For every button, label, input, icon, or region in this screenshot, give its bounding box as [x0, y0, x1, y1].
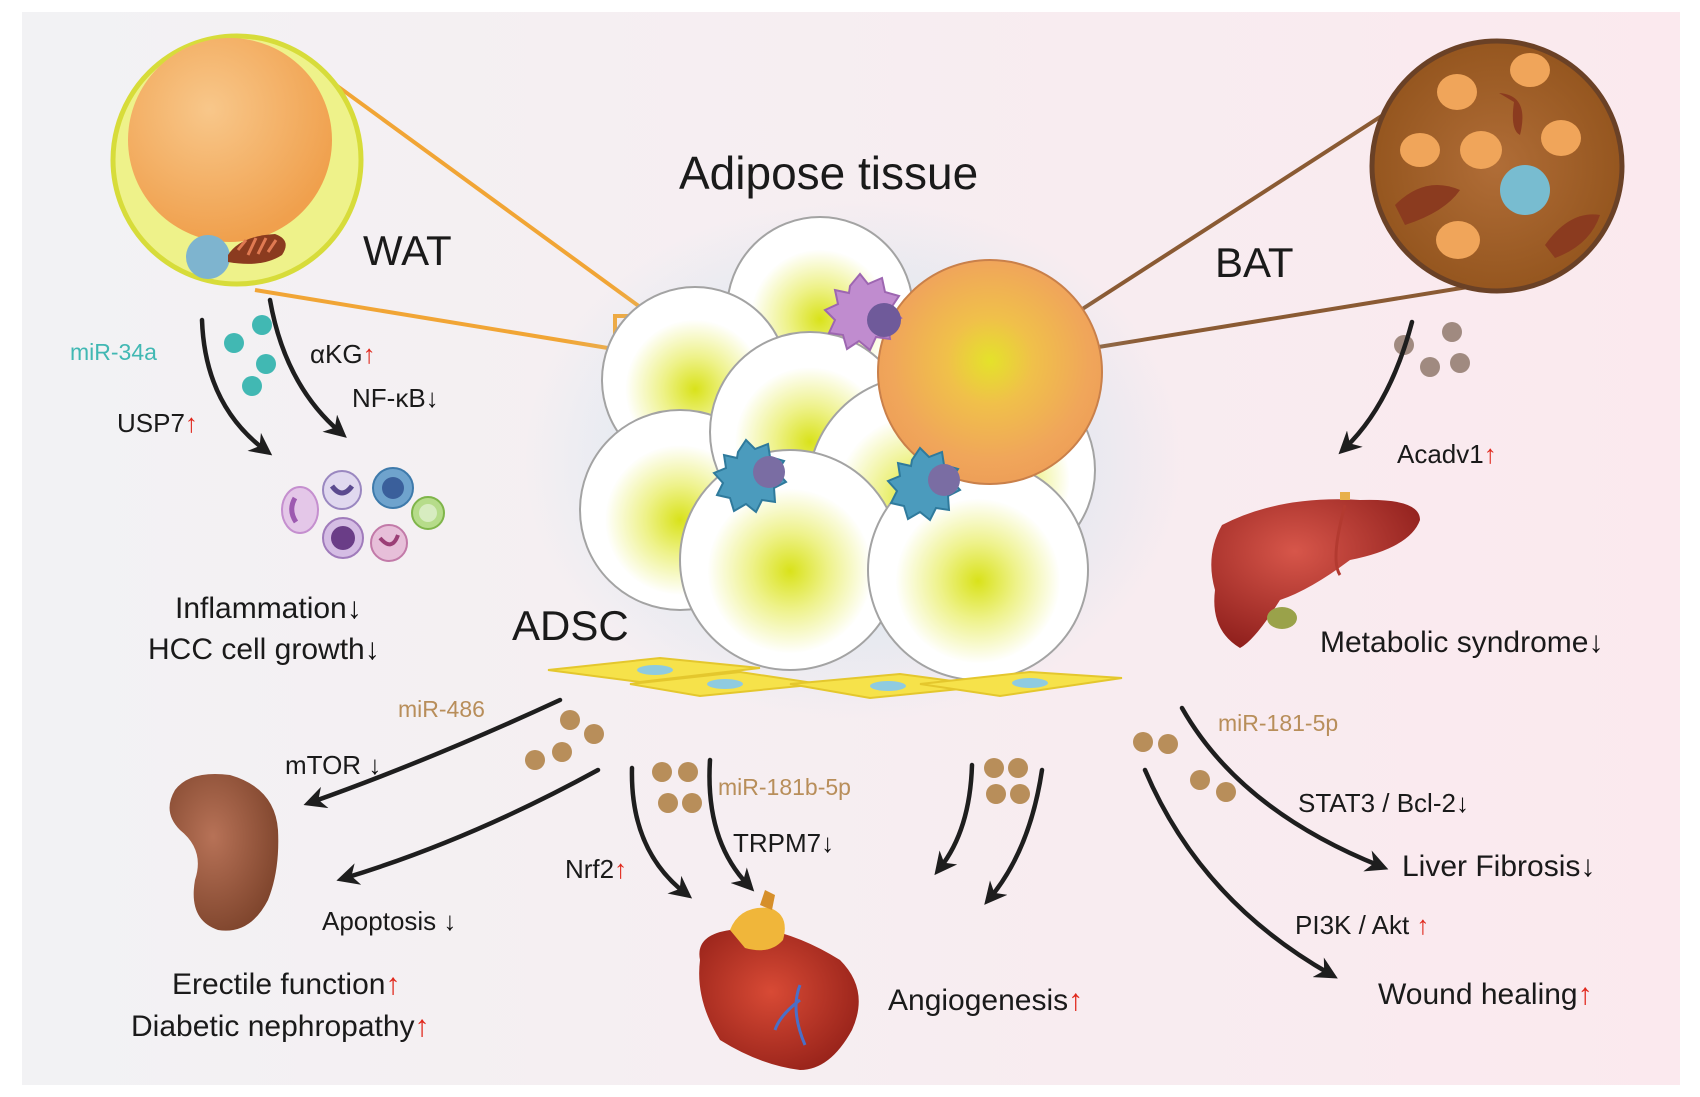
adsc-cells: [547, 656, 1123, 700]
up-arrow-icon: ↑: [1068, 984, 1084, 1017]
pi3k-akt-label: PI3K / Akt ↑: [1295, 910, 1430, 940]
mir-486-label: miR-486: [398, 696, 485, 722]
up-arrow-icon: ↑: [184, 408, 198, 438]
up-arrow-icon: ↑: [1483, 439, 1497, 469]
nfkb-label: NF-κB↓: [352, 383, 439, 413]
up-arrow-icon: ↑: [385, 968, 401, 1001]
up-arrow-icon: ↑: [362, 339, 376, 369]
immune-cell-purple: [823, 272, 903, 352]
apoptosis-label: Apoptosis ↓: [322, 906, 457, 936]
up-arrow-icon: ↑: [614, 854, 628, 884]
bat-label: BAT: [1215, 239, 1294, 286]
usp7-label: USP7↑: [117, 408, 198, 438]
adsc-label: ADSC: [512, 602, 629, 649]
heart-image: [699, 890, 859, 1070]
acadv1-label: Acadv1↑: [1397, 439, 1497, 469]
diagram-title: Adipose tissue: [679, 147, 979, 199]
wat-exosomes: [224, 315, 276, 396]
adsc-exosomes: [525, 710, 1236, 813]
bat-adipocyte: [1369, 38, 1625, 294]
erectile-function-label: Erectile function↑: [172, 968, 401, 1001]
stat3-bcl2-label: STAT3 / Bcl-2↓: [1298, 788, 1469, 818]
up-arrow-icon: ↑: [1577, 978, 1593, 1011]
immune-cell-teal-1: [712, 438, 788, 514]
wat-adipocyte: [110, 33, 364, 287]
hcc-growth-label: HCC cell growth↓: [148, 633, 380, 666]
angiogenesis-label: Angiogenesis↑: [888, 984, 1084, 1017]
nrf2-label: Nrf2↑: [565, 854, 628, 884]
mtor-label: mTOR ↓: [285, 750, 382, 780]
down-arrow-icon: ↓: [821, 828, 835, 858]
down-arrow-icon: ↓: [346, 592, 362, 625]
up-arrow-icon: ↑: [1416, 910, 1430, 940]
inflammation-label: Inflammation↓: [175, 592, 362, 625]
mir-181-5p-label: miR-181-5p: [1218, 710, 1339, 736]
mir-181b-5p-label: miR-181b-5p: [718, 774, 851, 800]
metabolic-syndrome-label: Metabolic syndrome↓: [1320, 626, 1604, 659]
down-arrow-icon: ↓: [1580, 850, 1596, 883]
liver-fibrosis-label: Liver Fibrosis↓: [1402, 850, 1596, 883]
kidney-image: [169, 774, 279, 931]
immune-cell-teal-2: [886, 446, 962, 522]
diabetic-nephropathy-label: Diabetic nephropathy↑: [131, 1010, 430, 1043]
down-arrow-icon: ↓: [368, 750, 382, 780]
down-arrow-icon: ↓: [1588, 626, 1604, 659]
liver-image: [1211, 492, 1420, 648]
wound-healing-label: Wound healing↑: [1378, 978, 1593, 1011]
trpm7-label: TRPM7↓: [733, 828, 835, 858]
down-arrow-icon: ↓: [443, 906, 457, 936]
down-arrow-icon: ↓: [1455, 788, 1469, 818]
mir-34a-label: miR-34a: [70, 339, 157, 365]
down-arrow-icon: ↓: [364, 633, 380, 666]
down-arrow-icon: ↓: [425, 383, 439, 413]
immune-cells-group: [281, 467, 445, 562]
wat-label: WAT: [363, 227, 452, 274]
pathway-arrows: [199, 297, 1415, 979]
akg-label: αKG↑: [310, 339, 376, 369]
up-arrow-icon: ↑: [414, 1010, 430, 1043]
